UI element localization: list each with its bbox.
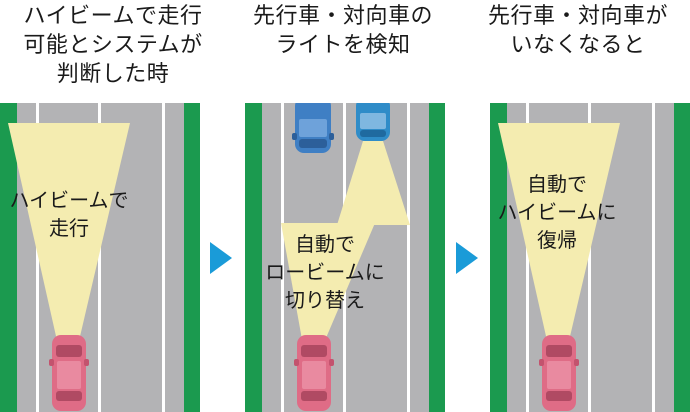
headlight-beam-icon <box>8 123 130 345</box>
center-line-dashed <box>588 103 591 412</box>
lane-line <box>281 103 284 412</box>
right-shoulder <box>674 103 690 412</box>
panel-3-road <box>490 103 690 412</box>
right-shoulder <box>184 103 200 412</box>
panel-3-label: 自動で ハイビームに 復帰 <box>497 172 617 252</box>
lane-line <box>652 103 655 412</box>
lane-line <box>36 103 39 412</box>
oncoming-car-icon <box>356 103 390 141</box>
lane-line <box>407 103 410 412</box>
oncoming-car-icon <box>292 103 334 153</box>
headlight-beam-icon <box>281 223 375 345</box>
panel-1-heading: ハイビームで走行 可能とシステムが 判断した時 <box>23 4 203 87</box>
left-shoulder <box>245 103 262 412</box>
left-shoulder <box>0 103 17 412</box>
panel-2-road <box>245 103 445 412</box>
right-shoulder <box>429 103 445 412</box>
lane-line <box>526 103 529 412</box>
headlight-beam-icon <box>498 123 620 345</box>
car-icon <box>49 335 89 411</box>
panel-1-label: ハイビームで 走行 <box>9 188 129 240</box>
lane-line <box>162 103 165 412</box>
panel-2-label: 自動で ロービームに 切り替え <box>265 232 385 312</box>
left-shoulder <box>490 103 507 412</box>
car-icon <box>294 335 334 411</box>
oncoming-headlight-beam-icon <box>337 141 410 225</box>
arrow-right-icon <box>456 242 478 274</box>
panel-2-heading: 先行車・対向車の ライトを検知 <box>252 4 433 58</box>
car-icon <box>539 335 579 411</box>
center-line-dashed <box>98 103 101 412</box>
panel-1-road <box>0 103 200 412</box>
arrow-right-icon <box>210 242 232 274</box>
panel-3-heading: 先行車・対向車が いなくなると <box>487 4 668 58</box>
